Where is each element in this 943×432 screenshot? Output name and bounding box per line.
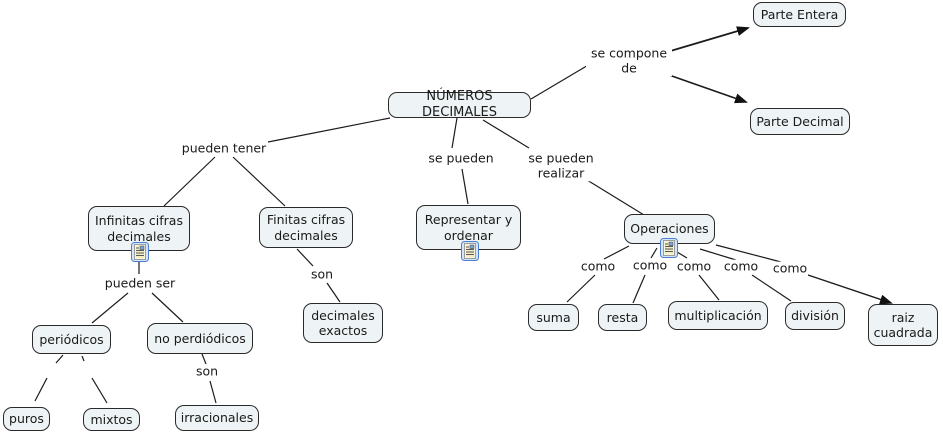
connector-line xyxy=(326,282,341,303)
connector-line xyxy=(91,377,108,404)
connector-line xyxy=(55,354,64,364)
node-periodicos[interactable]: periódicos xyxy=(32,325,111,354)
connector-line xyxy=(698,274,720,301)
node-suma[interactable]: suma xyxy=(528,304,579,331)
connector-line xyxy=(566,274,596,303)
node-no-periodicos[interactable]: no perdiódicos xyxy=(147,323,253,354)
connector-line xyxy=(751,274,792,302)
node-puros[interactable]: puros xyxy=(3,407,50,431)
connector-arrow xyxy=(668,74,748,104)
resource-document-icon[interactable] xyxy=(131,242,149,262)
connector-line xyxy=(34,377,48,402)
link-label-se-pueden-realizar[interactable]: se pueden realizar xyxy=(522,150,600,181)
link-label-como-resta[interactable]: como xyxy=(631,257,669,274)
connector-line xyxy=(151,292,184,323)
link-label-como-division[interactable]: como xyxy=(722,258,760,275)
node-mixtos[interactable]: mixtos xyxy=(83,408,140,431)
connector-line xyxy=(715,244,782,263)
node-finitas-cifras[interactable]: Finitas cifras decimales xyxy=(259,207,353,248)
connector-line xyxy=(603,245,630,260)
node-numeros-decimales[interactable]: NÚMEROS DECIMALES xyxy=(388,89,531,120)
connector-line xyxy=(81,355,85,362)
connector-line xyxy=(451,117,458,149)
node-raiz-cuadrada[interactable]: raiz cuadrada xyxy=(868,304,938,346)
node-division[interactable]: división xyxy=(785,302,845,330)
resource-document-icon[interactable] xyxy=(660,238,678,258)
connector-line xyxy=(632,274,646,304)
node-resta[interactable]: resta xyxy=(598,304,647,331)
node-parte-entera[interactable]: Parte Entera xyxy=(753,2,846,27)
node-multiplicacion[interactable]: multiplicación xyxy=(668,301,768,330)
link-label-como-raiz[interactable]: como xyxy=(771,260,809,277)
connector-line xyxy=(530,63,591,100)
connector-arrow xyxy=(666,26,750,53)
connector-line xyxy=(586,179,645,216)
link-label-pueden-tener[interactable]: pueden tener xyxy=(180,140,268,157)
connector-line xyxy=(267,117,391,143)
link-label-como-suma[interactable]: como xyxy=(579,258,617,275)
connector-line xyxy=(209,380,217,404)
connector-line xyxy=(482,119,530,149)
connector-line xyxy=(163,156,216,207)
node-representar-ordenar[interactable]: Representar y ordenar xyxy=(416,205,521,250)
connector-line xyxy=(461,168,469,205)
link-label-como-multiplicacion[interactable]: como xyxy=(675,258,713,275)
resource-document-icon[interactable] xyxy=(461,241,479,261)
connector-line xyxy=(91,292,129,324)
connector-line xyxy=(232,156,286,207)
connector-line xyxy=(296,248,314,267)
node-decimales-exactos[interactable]: decimales exactos xyxy=(303,303,383,343)
node-parte-decimal[interactable]: Parte Decimal xyxy=(750,108,850,135)
link-label-se-pueden[interactable]: se pueden xyxy=(427,150,495,167)
link-label-se-compone-de[interactable]: se compone de xyxy=(586,45,672,76)
link-label-son-finitas[interactable]: son xyxy=(309,266,335,283)
connector-line xyxy=(201,353,207,365)
connector-line xyxy=(650,247,658,259)
connector-arrow xyxy=(807,274,893,305)
link-label-pueden-ser[interactable]: pueden ser xyxy=(103,275,177,292)
link-label-son-no-periodicos[interactable]: son xyxy=(194,363,220,380)
node-irracionales[interactable]: irracionales xyxy=(175,405,259,431)
connector-line xyxy=(699,248,737,261)
